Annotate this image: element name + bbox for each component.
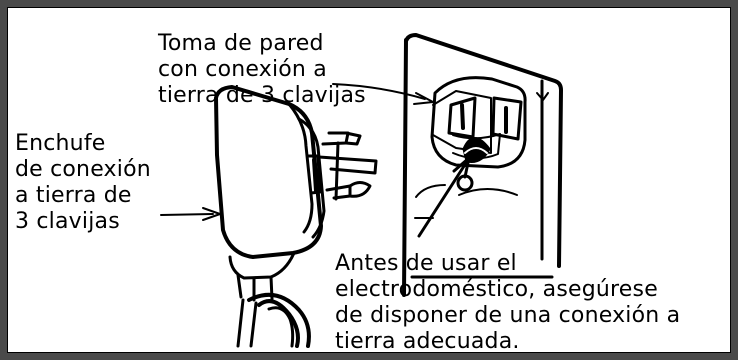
grounding-instruction-label: Antes de usar el electrodoméstico, asegú… [335, 251, 681, 354]
wall-outlet [402, 33, 563, 297]
plug-label-line: Enchufe [15, 131, 106, 156]
grounded-plug-outlet-illustration [160, 33, 563, 348]
plug-label: Enchufe de conexión a tierra de 3 clavij… [15, 131, 151, 235]
instruction-label-line: electrodoméstico, asegúrese [335, 277, 658, 302]
arrow-to-plug [160, 207, 221, 221]
outlet-label-line: Toma de pared [158, 31, 324, 56]
instruction-label-line: de disponer de una conexión a [335, 303, 681, 328]
instruction-label-line: tierra adecuada. [335, 329, 520, 354]
grounded-plug [214, 85, 378, 348]
arrow-to-ground-hole [417, 156, 471, 238]
plug-label-line: 3 clavijas [15, 209, 120, 234]
plug-label-line: de conexión [15, 157, 151, 182]
outlet-label-line: tierra de 3 clavijas [158, 83, 366, 108]
outlet-label-line: con conexión a [158, 57, 327, 82]
plug-label-line: a tierra de [15, 183, 132, 208]
instruction-label-line: Antes de usar el [335, 251, 517, 276]
arrow-to-outlet [332, 83, 434, 105]
outlet-label: Toma de pared con conexión a tierra de 3… [158, 31, 366, 109]
